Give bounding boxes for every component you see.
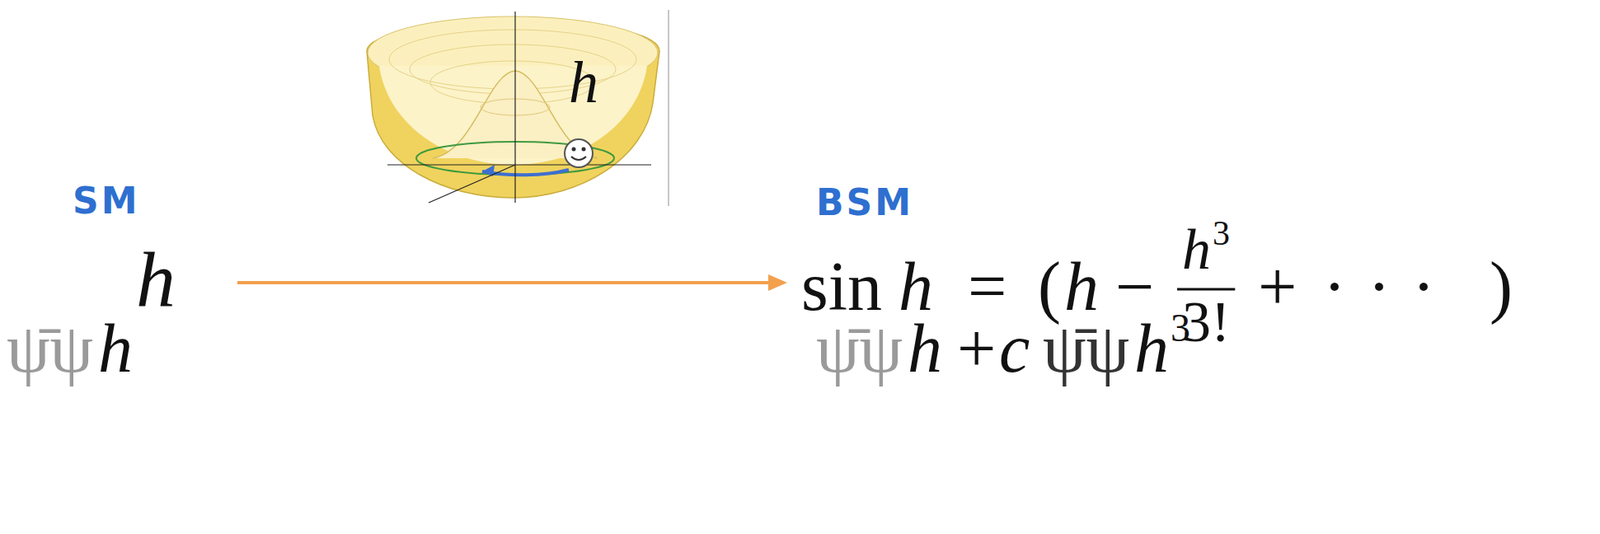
math-symbol: ψ̄ψ (1042, 314, 1130, 384)
math-symbol: ψ̄ψ (6, 314, 94, 384)
math-function: sin (801, 252, 883, 322)
math-bracket: ) (1489, 252, 1513, 322)
section-label: SM (72, 182, 140, 220)
mexican-hat-potential (366, 9, 669, 207)
math-operator: = (967, 252, 1007, 322)
math-symbol: ψ̄ψ (816, 314, 903, 384)
math-symbol: h (1134, 314, 1169, 384)
math-ellipsis: ··· (1323, 252, 1457, 322)
math-exponent: 3 (1170, 308, 1191, 348)
field-label: h (568, 52, 599, 113)
math-coefficient: c (999, 314, 1030, 384)
math-exponent: 3 (1212, 215, 1230, 251)
math-symbol: h (98, 314, 133, 384)
math-operator: + (957, 314, 996, 384)
math-bracket: ( (1037, 252, 1061, 322)
math-operator: + (1257, 252, 1297, 322)
section-label: BSM (816, 184, 914, 221)
fraction-bar (1177, 288, 1235, 291)
mapping-arrow (237, 274, 788, 291)
math-operator: − (1115, 252, 1155, 322)
math-symbol: h (907, 314, 943, 384)
math-symbol: h (136, 240, 176, 320)
math-symbol: h (1064, 252, 1099, 322)
math-symbol: h (1182, 220, 1211, 279)
math-symbol: h (898, 252, 934, 322)
